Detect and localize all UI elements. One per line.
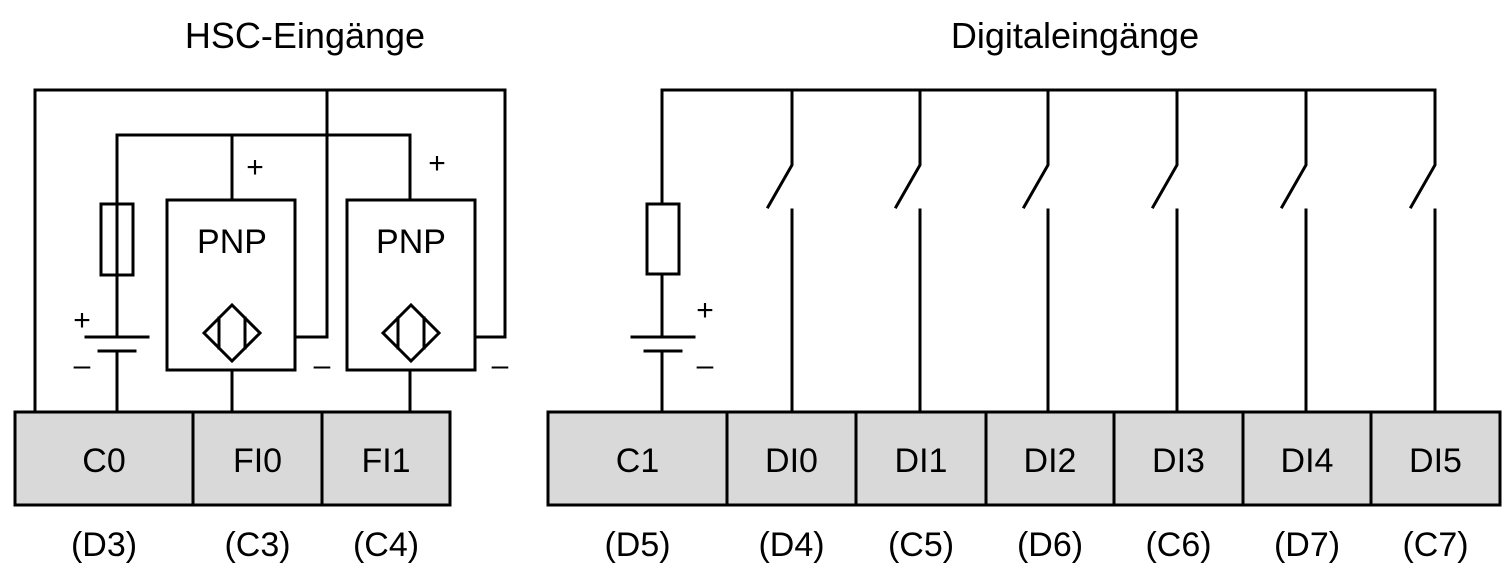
fuse-icon bbox=[99, 202, 135, 277]
switch-icon bbox=[893, 88, 922, 414]
terminal-label: DI2 bbox=[1024, 442, 1077, 480]
terminal-label: DI0 bbox=[765, 442, 818, 480]
terminal-3: DI2 (D6) bbox=[984, 410, 1116, 564]
terminal-label: C1 bbox=[616, 442, 659, 480]
hsc-title: HSC-Eingänge bbox=[185, 15, 425, 56]
fuse-icon bbox=[645, 202, 681, 276]
switch-icon bbox=[765, 88, 794, 414]
terminal-4: DI3 (C6) bbox=[1112, 410, 1245, 564]
terminal-label: FI1 bbox=[361, 442, 410, 480]
sensor-1-plus: + bbox=[246, 151, 264, 184]
terminal-label: C0 bbox=[82, 442, 125, 480]
battery-plus: + bbox=[696, 294, 714, 327]
terminal-label: DI3 bbox=[1152, 442, 1205, 480]
sensor-label: PNP bbox=[197, 223, 267, 261]
switch-icon bbox=[1021, 88, 1050, 414]
terminal-1: DI0 (D4) bbox=[725, 410, 858, 564]
terminal-label: DI5 bbox=[1409, 442, 1462, 480]
sensor-2-plus: + bbox=[428, 147, 446, 180]
pnp-sensor-2: PNP bbox=[345, 198, 477, 372]
terminal-6: DI5 (C7) bbox=[1369, 410, 1502, 564]
digital-title: Digitaleingänge bbox=[951, 15, 1199, 56]
pnp-sensor-1: PNP bbox=[165, 198, 297, 372]
sensor-2-minus: – bbox=[492, 349, 509, 382]
terminal-label: DI4 bbox=[1281, 442, 1334, 480]
sensor-label: PNP bbox=[376, 223, 446, 261]
terminal-5: DI4 (D7) bbox=[1241, 410, 1373, 564]
pin-label: (D7) bbox=[1274, 526, 1340, 564]
pin-label: (D6) bbox=[1017, 526, 1083, 564]
switch-icon bbox=[1408, 88, 1437, 414]
proximity-sensor-icon bbox=[201, 302, 263, 364]
battery-minus: – bbox=[74, 349, 91, 382]
battery-plus: + bbox=[73, 304, 91, 337]
battery-minus: – bbox=[697, 349, 714, 382]
sensor-1-minus: – bbox=[314, 349, 331, 382]
switch-icon bbox=[1150, 88, 1179, 414]
pin-label: (C5) bbox=[888, 526, 954, 564]
terminal-1: FI0 (C3) bbox=[191, 410, 324, 564]
switch-icon bbox=[1279, 88, 1308, 414]
terminal-2: FI1 (C4) bbox=[320, 410, 452, 564]
terminal-0: C1 (D5) bbox=[546, 410, 729, 564]
pin-label: (C6) bbox=[1145, 526, 1211, 564]
terminal-2: DI1 (C5) bbox=[854, 410, 988, 564]
pin-label: (D5) bbox=[604, 526, 670, 564]
pin-label: (D4) bbox=[758, 526, 824, 564]
terminal-0: C0 (D3) bbox=[13, 410, 195, 564]
pin-label: (D3) bbox=[71, 526, 137, 564]
pin-label: (C7) bbox=[1402, 526, 1468, 564]
pin-label: (C3) bbox=[224, 526, 290, 564]
proximity-sensor-icon bbox=[380, 302, 442, 364]
battery-icon bbox=[84, 335, 150, 353]
battery-icon bbox=[630, 335, 696, 353]
terminal-label: DI1 bbox=[895, 442, 948, 480]
terminal-label: FI0 bbox=[233, 442, 282, 480]
pin-label: (C4) bbox=[353, 526, 419, 564]
